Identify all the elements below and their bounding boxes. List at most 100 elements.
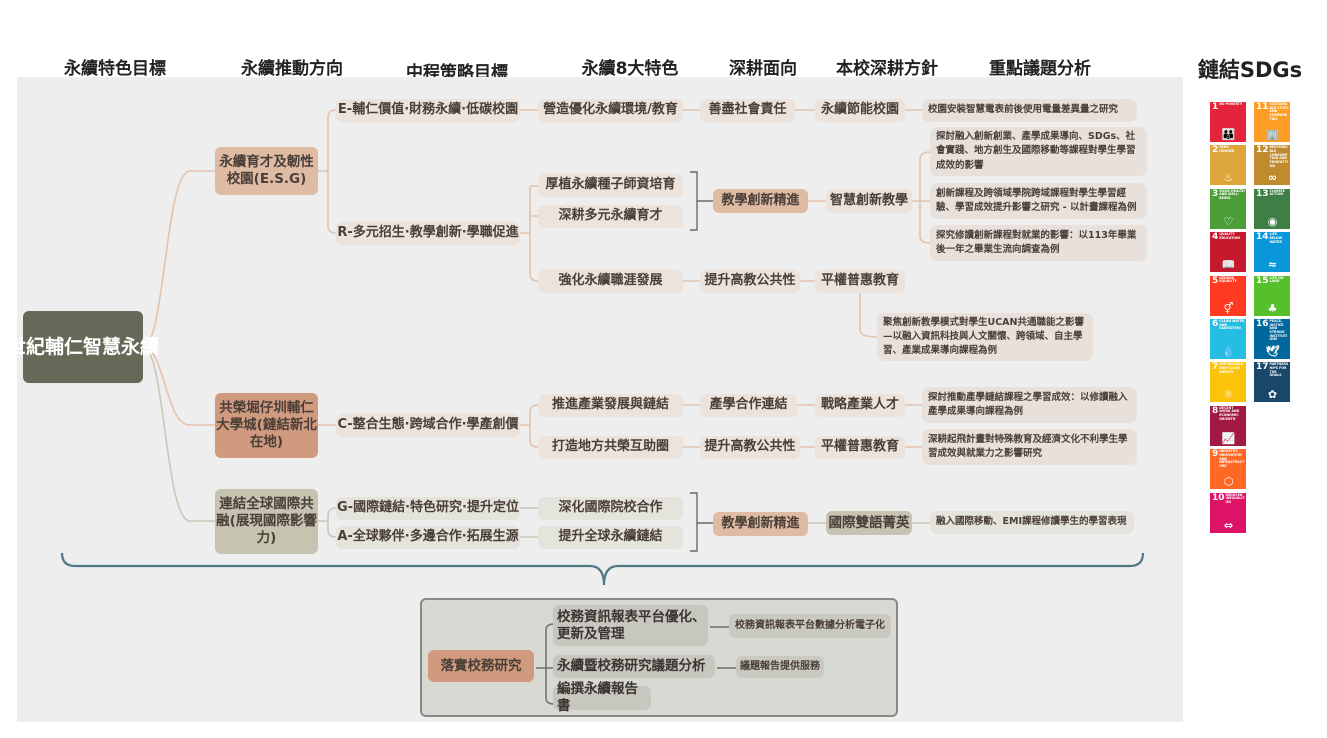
sdg-tile-16: 16Peace, Justice and Strong Institutions… [1254, 319, 1290, 359]
direction-r: R-多元招生·教學創新·學職促進 [336, 222, 520, 245]
strategy-node: 強化永續職涯發展 [538, 270, 683, 293]
sdg-tile-8: 8Decent Work and Economic Growth 📈 [1210, 405, 1246, 446]
sdg-tile-11: 11Sustainable Cities and Communities 🏢 [1254, 102, 1290, 142]
feature-node: 善盡社會責任 [700, 99, 795, 122]
bottom-note: 議題報告提供服務 [736, 656, 824, 678]
sdg-number: 3 [1212, 188, 1219, 199]
sdg-number: 5 [1212, 275, 1219, 286]
sdg-icon: ♨ [1223, 171, 1234, 185]
sdg-label: Peace, Justice and Strong Institutions [1269, 319, 1288, 342]
sdg-icon: 👪 [1221, 128, 1236, 141]
policy-node: 永續節能校園 [815, 99, 905, 122]
sdg-icon: 🏢 [1265, 128, 1280, 141]
strategy-node: 深耕多元永續育才 [538, 205, 683, 228]
sdg-icon: 📖 [1221, 258, 1236, 272]
direction-g: G-國際鏈結·特色研究·提升定位 [336, 497, 520, 520]
goal-node-local: 共榮堀仔圳輔仁大學城(鏈結新北在地) [215, 393, 318, 458]
sdg-icon: ♣ [1267, 301, 1278, 315]
strategy-node: 打造地方共榮互助圈 [538, 436, 683, 459]
sdg-icon: 📈 [1221, 431, 1236, 445]
sdg-tile-2: 2Zero Hunger♨ [1210, 145, 1246, 186]
sdg-icon: ≈ [1267, 258, 1278, 272]
goal-node-global: 連結全球國際共融(展現國際影響力) [215, 489, 318, 554]
sdg-tile-6: 6Clean Water and Sanitation💧 [1210, 319, 1246, 359]
strategy-node: 提升全球永續鏈結 [538, 526, 683, 549]
sdg-number: 7 [1212, 362, 1219, 373]
sdg-icon: 🕊 [1265, 345, 1280, 358]
sdg-number: 4 [1212, 232, 1219, 243]
feature-node: 提升高教公共性 [700, 436, 800, 459]
sdg-number: 17 [1256, 362, 1269, 373]
bottom-item: 永續暨校務研究議題分析 [553, 655, 715, 678]
policy-node: 戰略產業人才 [815, 394, 905, 417]
policy-node: 國際雙語菁英 [826, 511, 912, 535]
direction-e: E-輔仁價值·財務永續·低碳校園 [336, 99, 520, 122]
strategy-node: 深化國際院校合作 [538, 497, 683, 520]
sdg-tile-5: 5Gender Equality ⚥ [1210, 275, 1246, 316]
header-aspect: 深耕面向 [729, 59, 797, 79]
sdg-icon: ◉ [1267, 214, 1278, 228]
sdg-tile-14: 14Life Below Water≈ [1254, 232, 1290, 273]
sdg-tile-15: 15Life on Land ♣ [1254, 275, 1290, 316]
sdg-icon: ♡ [1223, 214, 1234, 228]
sdg-label: Gender Equality [1219, 275, 1237, 284]
sdg-label: Clean Water and Sanitation [1219, 319, 1245, 331]
strategy-node: 厚植永續種子師資培育 [538, 174, 683, 197]
sdg-label: Life on Land [1269, 275, 1284, 284]
header-sdgs: 鏈結SDGs [1197, 58, 1303, 82]
issue-note: 創新課程及跨領域學院跨域課程對學生學習經驗、學習成效提升影響之研究 - 以計畫課… [930, 183, 1147, 219]
root-node: 世紀輔仁智慧永續 [7, 311, 159, 383]
sdg-number: 11 [1256, 102, 1269, 112]
header-issue-analysis: 重點議題分析 [989, 59, 1091, 79]
sdg-number: 12 [1256, 145, 1269, 156]
sdg-icon: ✿ [1267, 388, 1278, 402]
sdg-label: Climate Action [1269, 188, 1285, 197]
issue-note: 探討推動產學鏈結課程之學習成效：以修讀融入產學成果導向課程為例 [922, 387, 1137, 423]
sdg-label: Responsible Consumption and Production [1269, 145, 1288, 168]
strategy-node: 推進產業發展與鏈結 [538, 394, 683, 417]
sdg-number: 1 [1212, 102, 1219, 112]
bottom-item: 校務資訊報表平台優化、更新及管理 [553, 605, 708, 646]
issue-note: 深耕起飛計畫對特殊教育及經濟文化不利學生學習成效與就業力之影響研究 [922, 429, 1137, 465]
header-feature-goal: 永續特色目標 [64, 59, 166, 79]
sdg-number: 13 [1256, 188, 1269, 199]
sdg-label: Decent Work and Economic Growth [1219, 405, 1240, 421]
header-policy: 本校深耕方針 [836, 59, 938, 79]
sdg-label: Industry, Innovation and Infrastructure [1219, 449, 1245, 468]
issue-note: 融入國際移動、EMI課程修讀學生的學習表現 [930, 511, 1134, 534]
issue-note: 探究修讀創新課程對就業的影響：以113年畢業後一年之畢業生流向調查為例 [930, 225, 1147, 261]
sdg-tile-9: 9Industry, Innovation and Infrastructure… [1210, 449, 1246, 490]
issue-note: 聚焦創新教學模式對學生UCAN共通職能之影響—以融入資訊科技與人文關懷、跨領域、… [877, 313, 1093, 361]
header-eight-features: 永續8大特色 [581, 59, 679, 79]
sdg-number: 8 [1212, 405, 1219, 416]
sdg-label: Quality Education [1219, 232, 1240, 240]
bottom-main-node: 落實校務研究 [428, 650, 534, 682]
policy-node: 平權普惠教育 [815, 436, 905, 459]
sdg-tile-4: 4Quality Education 📖 [1210, 232, 1246, 273]
sdg-label: Sustainable Cities and Communities [1269, 102, 1289, 121]
header-direction: 永續推動方向 [241, 59, 343, 79]
sdg-number: 6 [1212, 319, 1219, 329]
issue-note: 校園安裝智慧電表前後使用電量差異量之研究 [922, 99, 1137, 122]
sdg-icon: ☼ [1223, 388, 1234, 402]
direction-a: A-全球夥伴·多邊合作·拓展生源 [336, 526, 520, 549]
sdg-tile-10: 10Reduced Inequalities⇔ [1210, 492, 1246, 533]
feature-node: 產學合作連結 [700, 394, 797, 417]
goal-node-esg: 永續育才及韌性校園(E.S.G) [215, 147, 318, 195]
sdg-icon: ⚥ [1223, 301, 1234, 315]
policy-node: 平權普惠教育 [815, 270, 905, 293]
sdg-label: Reduced Inequalities [1225, 492, 1245, 504]
sdg-tile-17: 17Partnerships for the Goals ✿ [1254, 362, 1290, 403]
bottom-note: 校務資訊報表平台數據分析電子化 [729, 614, 891, 638]
feature-node: 教學創新精進 [713, 512, 808, 536]
sdg-number: 15 [1256, 275, 1269, 286]
sdg-label: Partnerships for the Goals [1269, 362, 1289, 378]
sdg-icon: ∞ [1267, 171, 1278, 185]
feature-node: 教學創新精進 [713, 189, 808, 213]
feature-node: 提升高教公共性 [700, 270, 800, 293]
sdg-icon: ⬡ [1223, 475, 1234, 489]
sdg-tile-13: 13Climate Action ◉ [1254, 188, 1290, 229]
sdg-label: Affordable and Clean Energy [1219, 362, 1244, 374]
sdg-number: 9 [1212, 449, 1219, 460]
